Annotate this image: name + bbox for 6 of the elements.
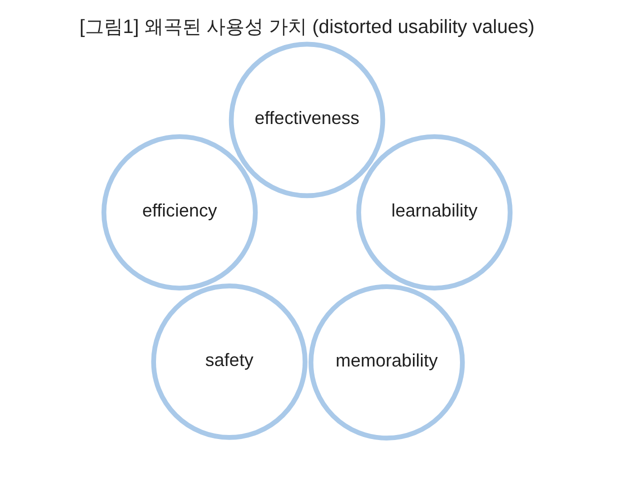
node-circle: safety <box>151 284 308 440</box>
node-circle: effectiveness <box>228 42 386 198</box>
diagram-title: [그림1] 왜곡된 사용성 가치 (distorted usability values) <box>80 17 534 38</box>
node-circle: learnability <box>356 134 513 290</box>
node-circle: efficiency <box>102 134 258 290</box>
node-circle: memorability <box>308 284 465 440</box>
